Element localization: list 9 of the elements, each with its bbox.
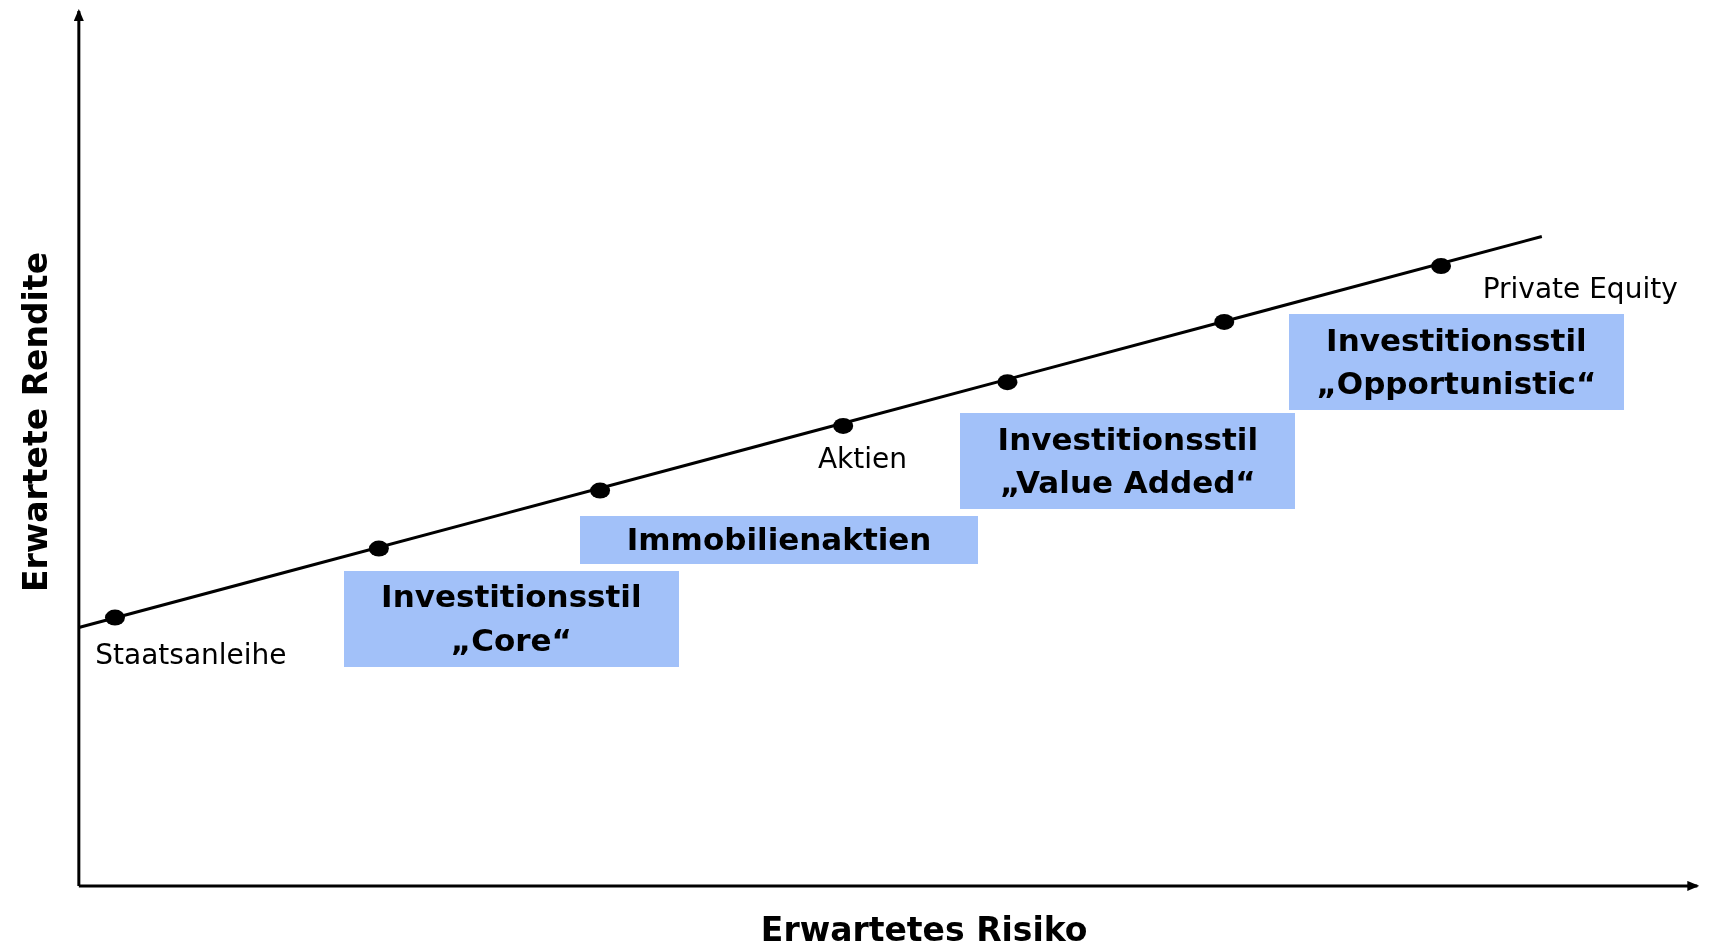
point-label: Aktien	[817, 441, 908, 475]
label-box: Immobilienaktien	[580, 515, 978, 564]
label-box: Investitionsstil „Opportunistic“	[1288, 314, 1624, 410]
label-box: Investitionsstil „Value Added“	[960, 412, 1296, 510]
point-label: Staatsanleihe	[95, 637, 287, 671]
axis-title: Erwartetes Risiko	[760, 909, 1088, 946]
label-box: Investitionsstil „Core“	[343, 570, 679, 667]
axis-title: Erwartete Rendite	[15, 251, 55, 592]
point-label: Private Equity	[1482, 271, 1678, 305]
